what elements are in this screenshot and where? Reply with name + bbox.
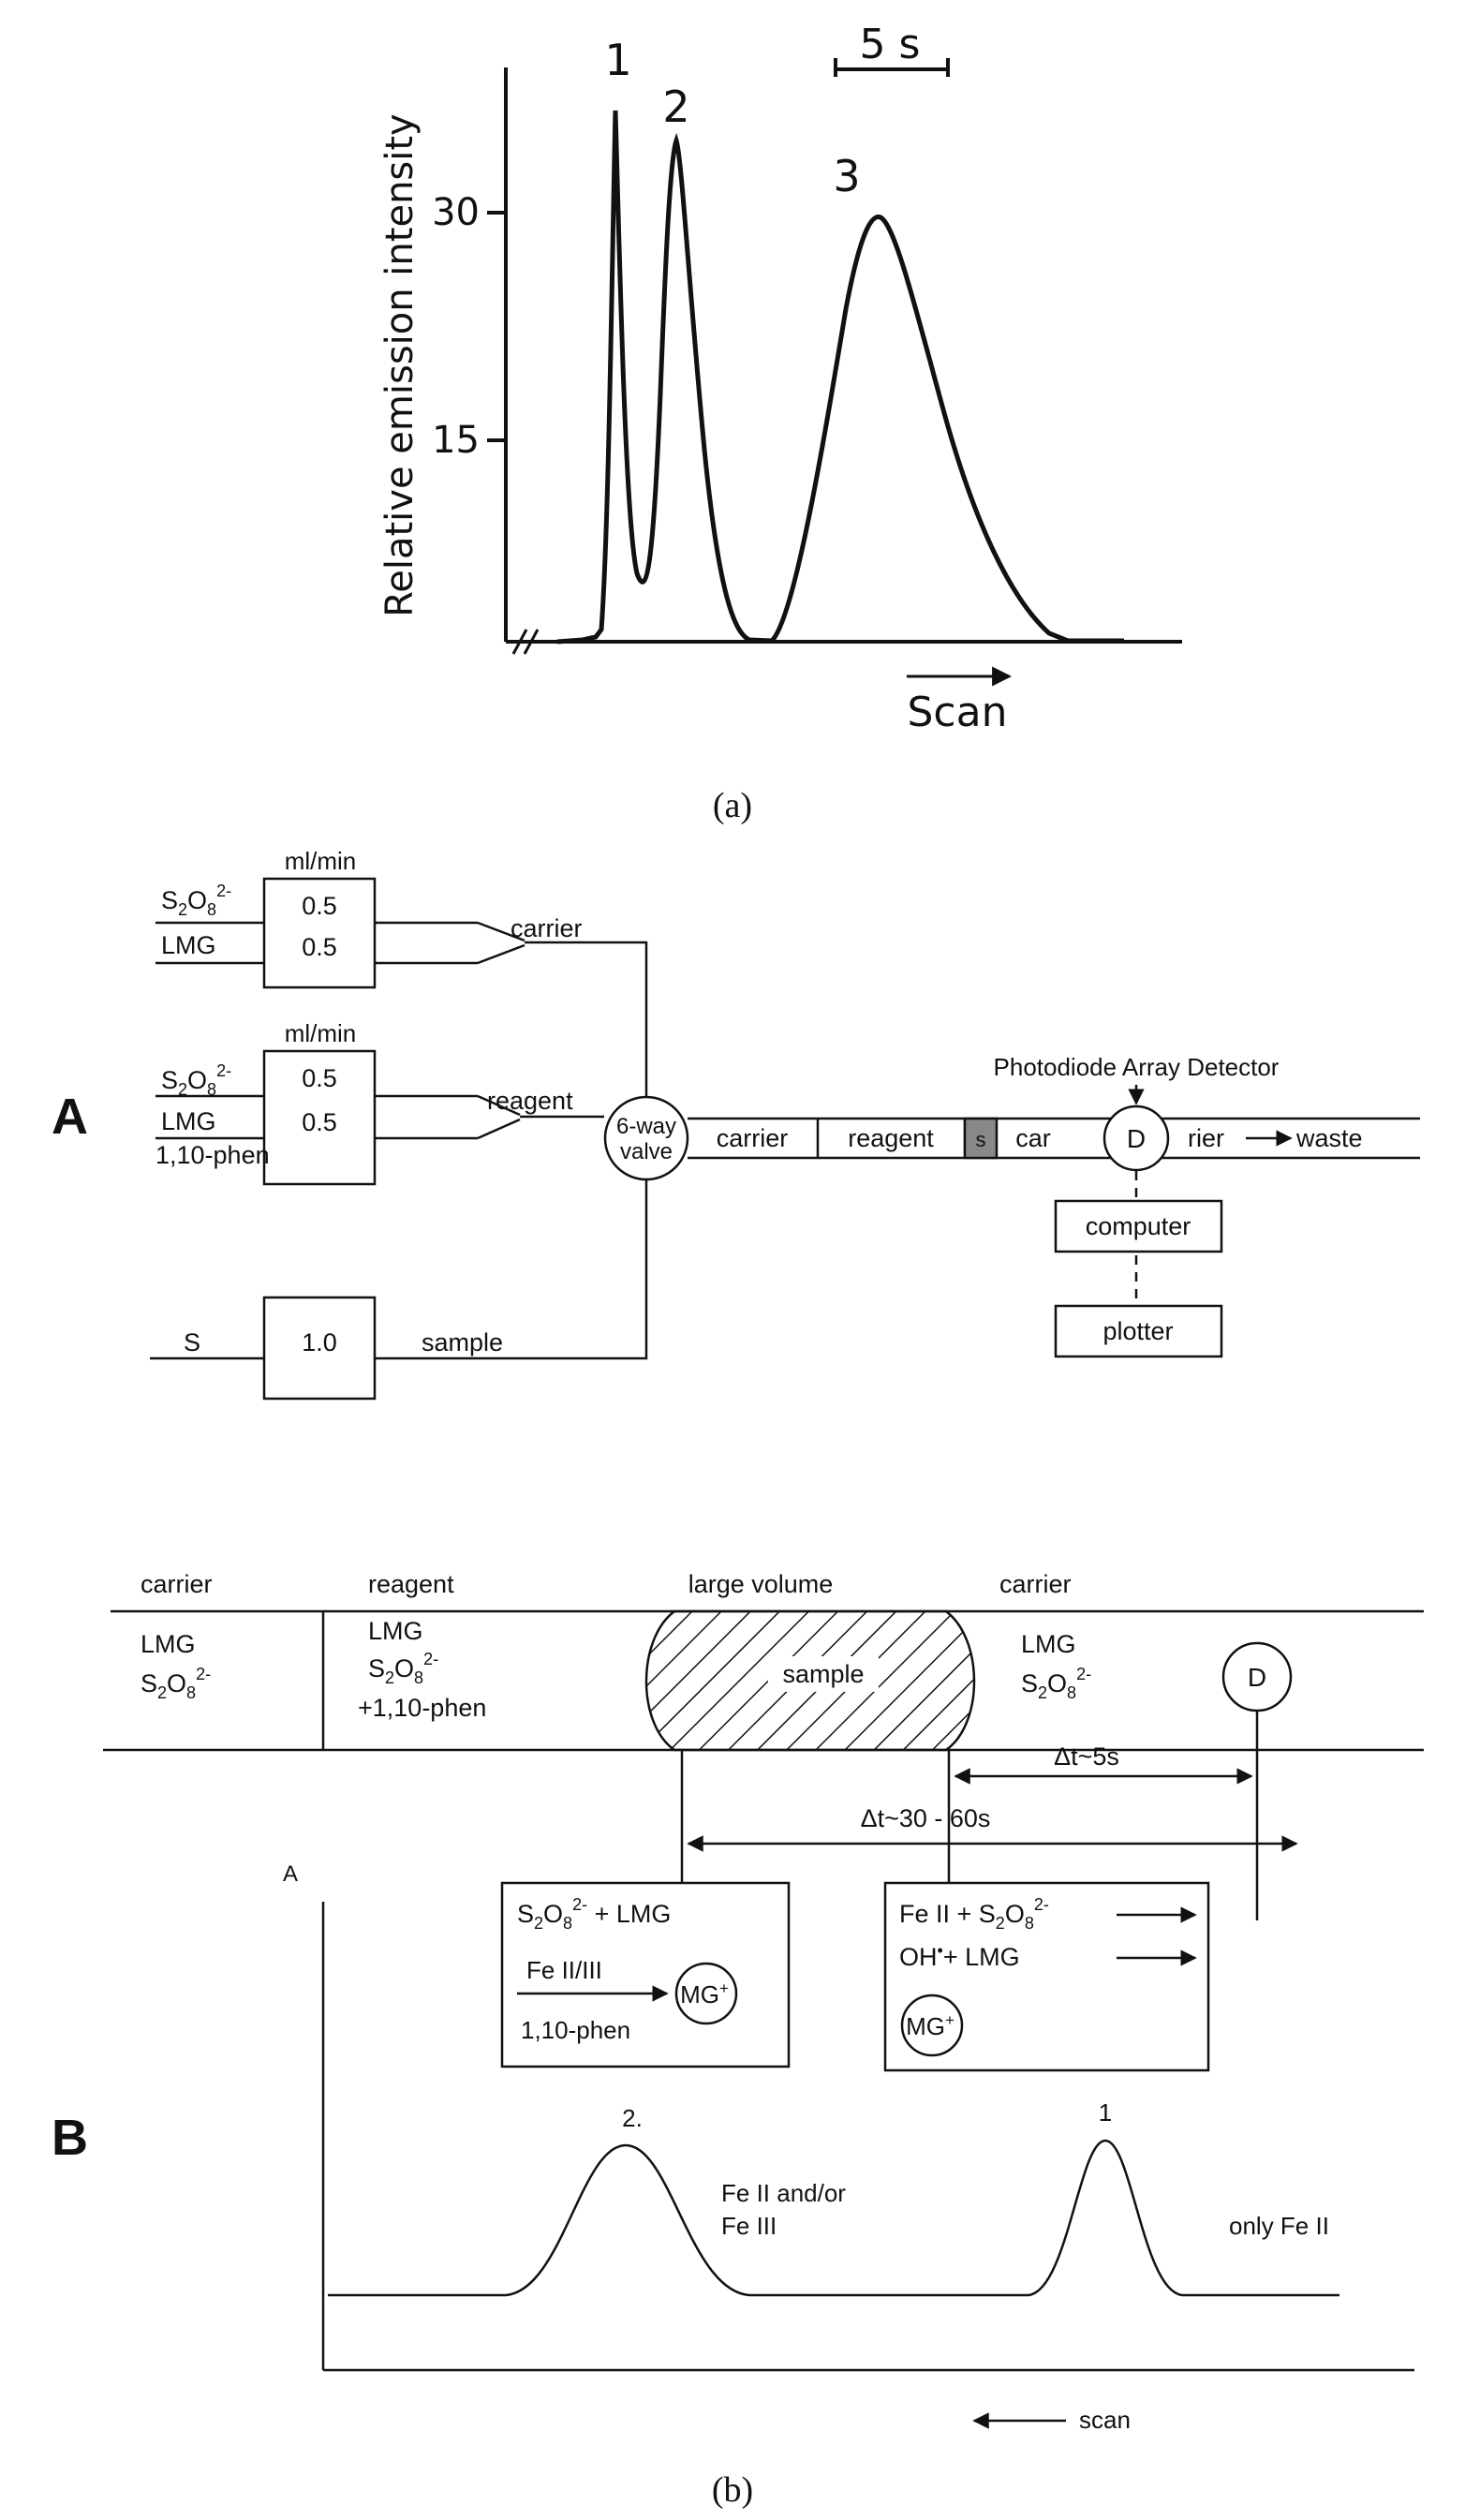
zone-content: LMG <box>141 1630 196 1658</box>
valve-label: 6-way <box>616 1114 676 1139</box>
flow-schematic-A: A ml/min S2O82- LMG 0.5 0.5 carrier ml/m… <box>52 847 1420 1401</box>
zone-title: carrier <box>141 1570 213 1598</box>
mg-product <box>900 1994 964 2057</box>
zone-diagram-B: sample carrier LMG S2O82- reagent LMG S2… <box>52 1570 1424 2434</box>
reaction-box-left <box>500 1881 791 2068</box>
flow-rate: 0.5 <box>302 1108 337 1136</box>
reagent-stream-label: reagent <box>487 1087 573 1115</box>
reagent-s2o8-1: S2O82- <box>161 882 231 919</box>
reagent-lmg-1: LMG <box>161 931 216 959</box>
reagent-phen: 1,10-phen <box>155 1141 270 1169</box>
y-tick-label: 30 <box>432 191 480 234</box>
reaction-line: OH•+ LMG <box>899 1941 1020 1971</box>
flow-rate: 0.5 <box>302 1064 337 1092</box>
detector <box>1102 1104 1170 1172</box>
computer-label: computer <box>1086 1212 1191 1240</box>
plotter-box <box>1054 1304 1223 1358</box>
mg-product <box>674 1962 738 2025</box>
flow-rate: 1.0 <box>302 1328 337 1356</box>
time-interval-short: Δt~5s <box>1054 1742 1119 1771</box>
valve-label: valve <box>620 1139 673 1164</box>
zone-title: carrier <box>999 1570 1072 1598</box>
peak-description: Fe II and/or <box>721 2179 846 2207</box>
zone-content: LMG <box>1021 1630 1076 1658</box>
part-B-label: B <box>52 2110 88 2166</box>
detector-label: Photodiode Array Detector <box>994 1053 1280 1081</box>
zone-title: large volume <box>688 1570 834 1598</box>
reaction-line: S2O82- + LMG <box>517 1895 671 1933</box>
tube-segment: reagent <box>848 1124 934 1152</box>
caption-a: (a) <box>713 786 752 825</box>
zone-content: S2O82- <box>368 1650 438 1687</box>
tube-segment: rier <box>1188 1124 1224 1152</box>
zone-content: S2O82- <box>141 1665 211 1702</box>
six-way-valve <box>603 1095 689 1181</box>
peak-description: Fe III <box>721 2212 777 2240</box>
sample-plug <box>963 1117 999 1160</box>
signal-peak-label: 1 <box>1099 2098 1112 2127</box>
signal-y-label: A <box>283 1861 298 1887</box>
reaction-line: Fe II + S2O82- <box>899 1895 1049 1933</box>
zone-content: sample <box>782 1660 864 1688</box>
signal-trace <box>328 2139 1339 2297</box>
detector-symbol: D <box>1127 1124 1146 1153</box>
sample-stream-label: sample <box>422 1328 503 1356</box>
axis-break-mark <box>523 629 540 655</box>
reagent-lmg-2: LMG <box>161 1107 216 1135</box>
waste-label: waste <box>1295 1124 1363 1152</box>
zone-content: LMG <box>368 1617 423 1645</box>
reaction-line: 1,10-phen <box>521 2016 630 2044</box>
zone-content: S2O82- <box>1021 1665 1091 1702</box>
peak-label-2: 2 <box>662 82 689 132</box>
signal-x-label: scan <box>1079 2406 1131 2434</box>
flow-rate: 0.5 <box>302 933 337 961</box>
flow-unit-label: ml/min <box>285 1019 357 1047</box>
tube-segment: s <box>976 1128 986 1151</box>
axis-break-mark <box>511 629 528 655</box>
pump-box-1 <box>262 877 377 989</box>
flow-rate: 0.5 <box>302 892 337 920</box>
zone-title: reagent <box>368 1570 454 1598</box>
signal-peak-label: 2. <box>622 2104 643 2132</box>
time-interval-long: Δt~30 - 60s <box>861 1804 991 1832</box>
pump-box-2 <box>262 1049 377 1186</box>
peak-description: only Fe II <box>1229 2212 1329 2240</box>
peak-label-1: 1 <box>604 35 631 85</box>
part-A-label: A <box>52 1089 88 1145</box>
carrier-stream-label: carrier <box>511 914 583 942</box>
emission-trace <box>556 110 1124 645</box>
reagent-s2o8-2: S2O82- <box>161 1061 231 1099</box>
tube-segment: car <box>1015 1124 1051 1152</box>
flow-unit-label: ml/min <box>285 847 357 875</box>
zone-content: +1,10-phen <box>358 1694 486 1722</box>
y-tick-label: 15 <box>432 419 480 462</box>
plotter-label: plotter <box>1102 1317 1173 1345</box>
tube-segment: carrier <box>717 1124 789 1152</box>
scale-bar-label: 5 s <box>860 21 921 68</box>
y-axis-label: Relative emission intensity <box>378 113 422 616</box>
reaction-line: Fe II/III <box>526 1956 602 1984</box>
peak-label-3: 3 <box>833 151 860 201</box>
detector-symbol: D <box>1248 1663 1266 1692</box>
sample-S: S <box>184 1328 200 1356</box>
pump-box-3 <box>262 1296 377 1401</box>
x-axis-label: Scan <box>908 689 1008 736</box>
computer-box <box>1054 1199 1223 1253</box>
panel-a-chart: 30 15 Relative emission intensity 1 2 3 … <box>378 21 1182 736</box>
caption-b: (b) <box>712 2470 753 2510</box>
